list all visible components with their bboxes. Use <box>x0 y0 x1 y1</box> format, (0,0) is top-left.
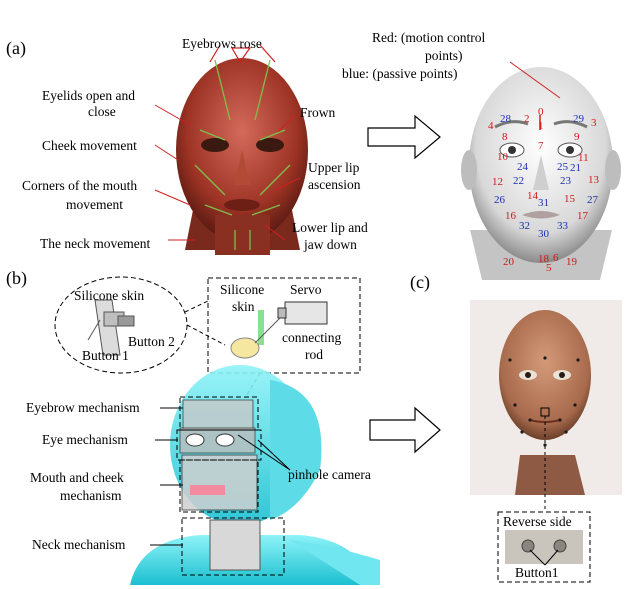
legend-line-2: points) <box>425 48 463 63</box>
arrow-b <box>369 406 441 454</box>
point-label-4: 4 <box>488 120 494 132</box>
label-pinhole: pinhole camera <box>288 467 371 482</box>
label-eyebrows-rose: Eyebrows rose <box>182 36 262 51</box>
label-button-1: Button 1 <box>82 348 129 363</box>
point-label-22: 22 <box>513 175 524 187</box>
point-label-12: 12 <box>492 176 503 188</box>
point-label-14: 14 <box>527 190 538 202</box>
label-eyelids-2: close <box>88 104 116 119</box>
servo-drawing <box>230 301 328 359</box>
point-label-33: 33 <box>557 220 568 232</box>
reverse-side-box <box>497 511 591 583</box>
point-label-2: 2 <box>524 113 530 125</box>
point-label-16: 16 <box>505 210 516 222</box>
label-mouth-2: mechanism <box>60 488 122 503</box>
mouth-mech-box <box>179 459 259 513</box>
point-label-32: 32 <box>519 220 530 232</box>
label-neck-mech: Neck mechanism <box>32 537 126 552</box>
point-label-18: 18 <box>538 253 549 265</box>
point-label-9: 9 <box>574 131 580 143</box>
label-eyelids-1: Eyelids open and <box>42 88 135 103</box>
arrow-a <box>367 114 441 160</box>
point-label-20: 20 <box>503 256 514 268</box>
point-label-1: 1 <box>538 120 544 132</box>
point-label-27: 27 <box>587 194 598 206</box>
point-label-28: 28 <box>500 113 511 125</box>
point-label-6: 6 <box>553 252 559 264</box>
point-label-15: 15 <box>564 193 575 205</box>
label-skin: skin <box>232 299 255 314</box>
legend-leader <box>509 61 561 99</box>
label-lower-lip-2: jaw down <box>304 237 357 252</box>
label-silicone-skin-left: Silicone skin <box>74 288 145 303</box>
panel-label-b: (b) <box>6 268 27 288</box>
point-label-23: 23 <box>560 175 571 187</box>
point-label-26: 26 <box>494 194 505 206</box>
label-connecting: connecting <box>282 330 342 345</box>
label-button-2: Button 2 <box>128 334 175 349</box>
point-label-19: 19 <box>566 256 577 268</box>
label-upper-lip-1: Upper lip <box>308 160 360 175</box>
label-eye-mech: Eye mechanism <box>42 432 128 447</box>
anatomy-leader-lines <box>154 104 301 241</box>
point-label-10: 10 <box>497 151 508 163</box>
point-label-29: 29 <box>573 113 584 125</box>
label-cheek: Cheek movement <box>42 138 137 153</box>
label-servo: Servo <box>290 282 322 297</box>
white-head <box>461 67 621 280</box>
label-corners-2: movement <box>66 197 123 212</box>
robot-mechanism-figure <box>130 365 380 585</box>
point-label-7: 7 <box>538 140 544 152</box>
eye-mech-box <box>176 429 262 461</box>
label-frown: Frown <box>300 105 336 120</box>
label-neck: The neck movement <box>40 236 151 251</box>
robot-photo <box>470 300 622 495</box>
point-label-5: 5 <box>546 262 552 274</box>
muscle-head <box>176 44 308 255</box>
panel-label-c: (c) <box>410 272 430 292</box>
label-corners-1: Corners of the mouth <box>22 178 138 193</box>
servo-detail-box <box>207 277 361 374</box>
neck-mech-box <box>181 517 285 576</box>
point-label-11: 11 <box>578 152 589 164</box>
label-upper-lip-2: ascension <box>308 177 361 192</box>
point-label-8: 8 <box>502 131 508 143</box>
label-mouth-1: Mouth and cheek <box>30 470 124 485</box>
point-label-21: 21 <box>570 162 581 174</box>
legend-line-3: blue: (passive points) <box>342 66 458 81</box>
point-label-13: 13 <box>588 174 599 186</box>
point-label-0: 0 <box>538 106 544 118</box>
reverse-side-image <box>505 530 583 566</box>
label-lower-lip-1: Lower lip and <box>292 220 368 235</box>
label-reverse-side: Reverse side <box>503 514 572 529</box>
point-label-31: 31 <box>538 197 549 209</box>
label-eyebrow-mech: Eyebrow mechanism <box>26 400 140 415</box>
point-label-17: 17 <box>577 210 588 222</box>
label-button1-c: Button1 <box>515 565 559 580</box>
point-label-25: 25 <box>557 161 568 173</box>
point-label-3: 3 <box>591 117 597 129</box>
point-label-24: 24 <box>517 161 528 173</box>
point-label-30: 30 <box>538 228 549 240</box>
label-silicone: Silicone <box>220 282 265 297</box>
panel-label-a: (a) <box>6 38 26 58</box>
label-rod: rod <box>305 347 323 362</box>
legend-line-1: Red: (motion control <box>372 30 486 45</box>
skin-button-drawing <box>87 299 135 356</box>
